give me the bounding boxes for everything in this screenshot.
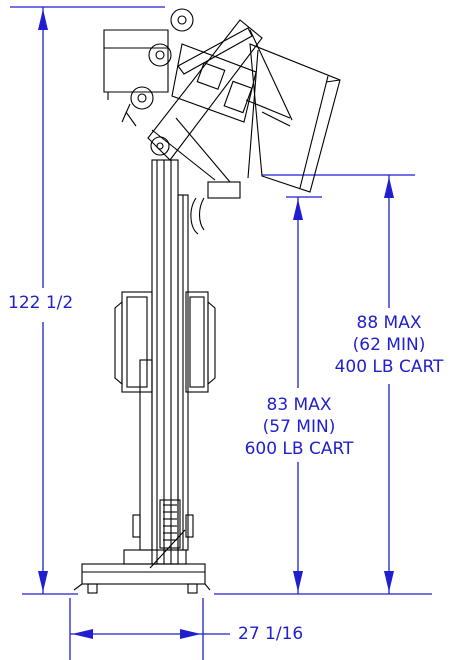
pivot-lever	[121, 103, 137, 127]
tipping-arm	[147, 19, 263, 183]
cart-400-weight-text: 400 LB CART	[334, 357, 444, 377]
cart-600-dimension-label: 83 MAX (57 MIN) 600 LB CART	[224, 394, 374, 460]
cart-600-weight-text: 600 LB CART	[244, 439, 354, 459]
carriage-assembly	[132, 499, 194, 569]
side-guard-left	[114, 291, 153, 393]
cart-600-max-text: 83 MAX	[266, 395, 332, 415]
cart-600-min-text: (57 MIN)	[262, 417, 336, 437]
top-housing	[103, 29, 169, 100]
dimension-lines	[10, 6, 432, 660]
lift-frame	[73, 8, 341, 594]
hook-bracket	[190, 181, 241, 235]
cart-400-dimension-label: 88 MAX (62 MIN) 400 LB CART	[314, 312, 451, 378]
roller-wheels	[130, 8, 194, 156]
cart-400-height-dimension	[262, 174, 415, 594]
base-width-label: 27 1/16	[238, 624, 304, 644]
cart-400-max-text: 88 MAX	[356, 313, 422, 333]
cart-clamp-plate	[171, 29, 293, 127]
cart-600-height-dimension	[286, 196, 322, 594]
mast-column	[139, 159, 189, 565]
cart-bin	[247, 43, 341, 193]
side-guard-right	[185, 291, 216, 393]
overall-height-label: 122 1/2	[8, 293, 74, 313]
cart-400-min-text: (62 MIN)	[352, 335, 426, 355]
base-width-dimension	[69, 598, 230, 660]
overall-height-dimension	[10, 6, 165, 595]
base-frame	[73, 549, 211, 594]
